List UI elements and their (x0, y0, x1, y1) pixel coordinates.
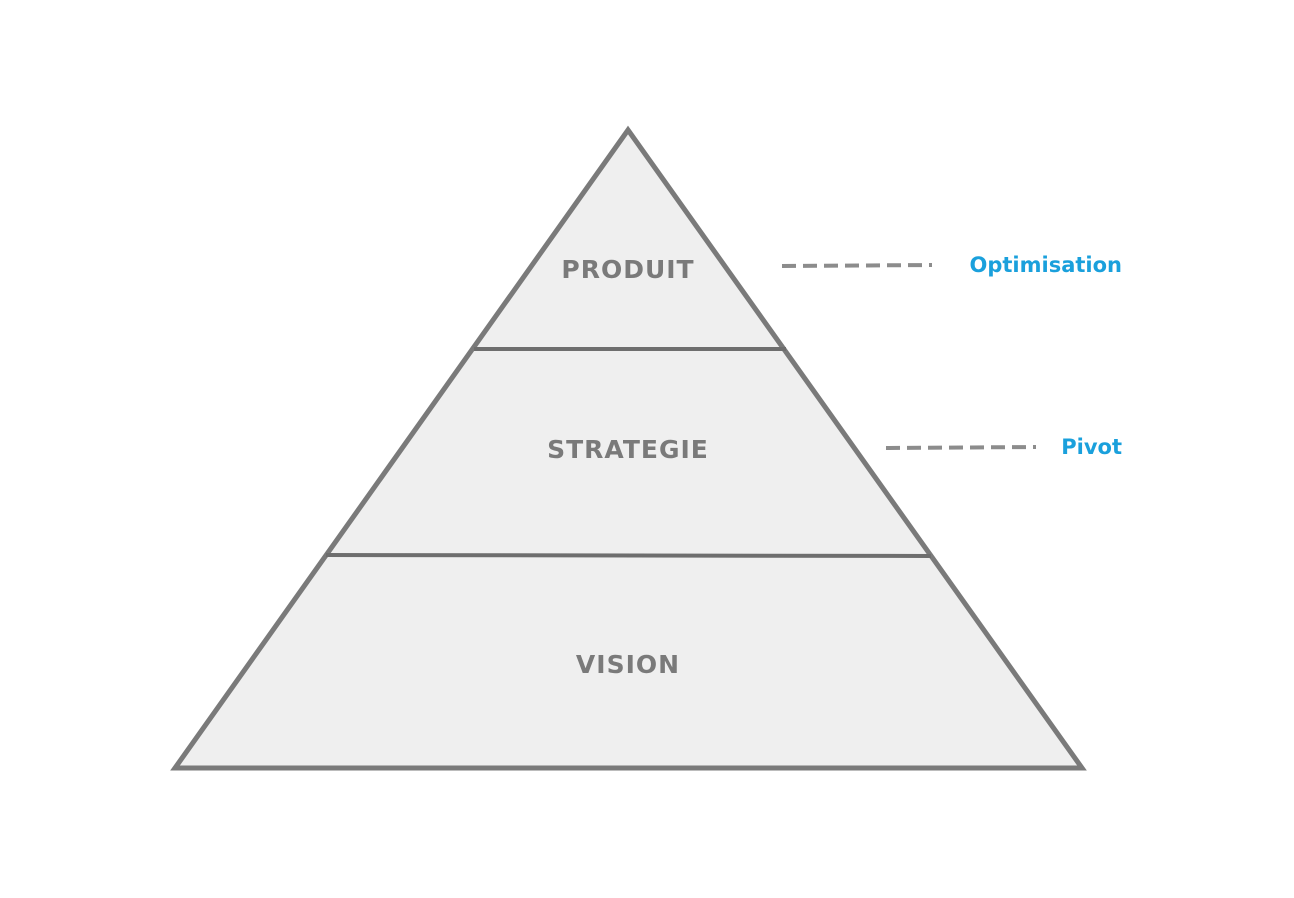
pyramid-body (170, 125, 1087, 771)
annotation-pivot: Pivot (1061, 435, 1122, 459)
annotation-optimisation: Optimisation (970, 253, 1123, 277)
divider-strategie-vision (325, 553, 932, 558)
level-label-produit: PRODUIT (561, 255, 694, 284)
connector-pivot (885, 445, 1037, 450)
connector-optimisation (781, 263, 933, 268)
level-label-vision: VISION (576, 650, 680, 679)
level-label-strategie: STRATEGIE (547, 435, 709, 464)
